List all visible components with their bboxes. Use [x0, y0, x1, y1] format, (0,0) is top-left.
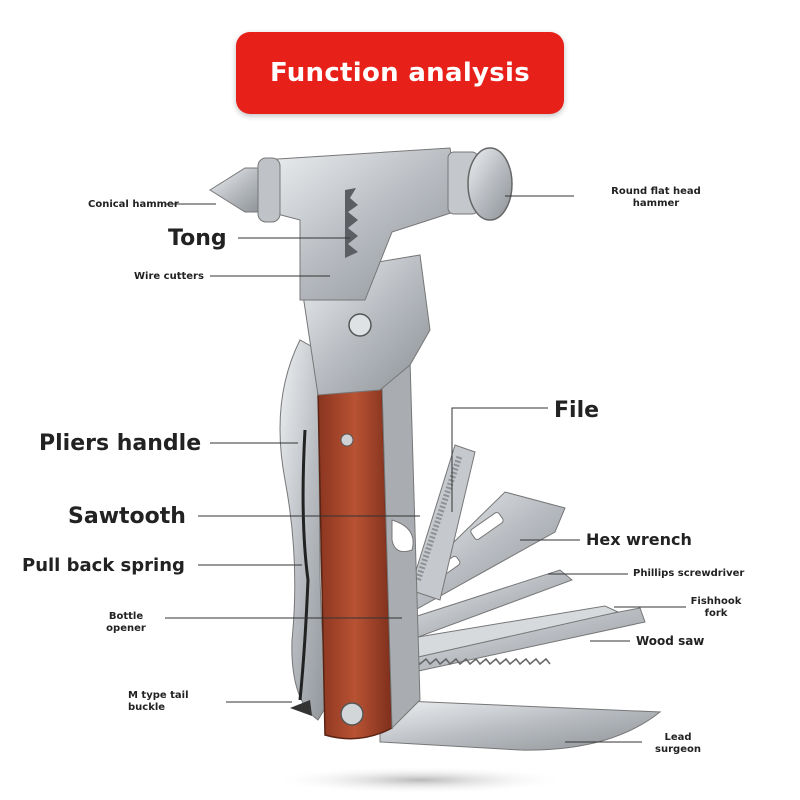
label-hex-wrench: Hex wrench [586, 530, 692, 549]
handle-rivet-bottom [340, 702, 364, 726]
label-pliers-handle: Pliers handle [39, 431, 202, 456]
label-pull-back-spring: Pull back spring [22, 555, 185, 576]
label-wire-cutters: Wire cutters [134, 271, 204, 282]
conical-hammer-tip [209, 167, 263, 213]
handle-rivet-top [340, 433, 354, 447]
page-title: Function analysis [269, 58, 531, 88]
bottle-opener-notch [391, 519, 414, 553]
conical-hammer-ring [257, 157, 281, 223]
label-round-flat-head-hammer: Round flat head hammer [611, 186, 701, 209]
label-file: File [554, 398, 600, 423]
leader-lines [165, 195, 686, 743]
knife-blade [379, 699, 662, 751]
hammer-head [261, 147, 461, 301]
wood-handle [317, 384, 393, 740]
pliers-pivot [348, 313, 372, 337]
tong-teeth [345, 188, 358, 258]
title-banner: Function analysis [236, 32, 564, 114]
label-wood-saw: Wood saw [636, 634, 705, 648]
label-m-type-tail-buckle: M type tail buckle [128, 690, 189, 713]
label-phillips-screwdriver: Phillips screwdriver [633, 568, 745, 579]
label-fishhook-fork: Fishhook fork [690, 596, 742, 619]
file-texture [415, 454, 463, 581]
leader-file [451, 407, 548, 512]
label-bottle-opener: Bottle opener [106, 611, 146, 634]
label-tong: Tong [168, 226, 227, 251]
round-hammer-face [467, 147, 513, 221]
m-type-buckle-clip [290, 700, 312, 716]
wood-saw-teeth [409, 657, 551, 666]
ground-shadow [270, 766, 570, 794]
hex-wrench-slot [470, 512, 504, 540]
label-sawtooth: Sawtooth [68, 504, 186, 529]
label-conical-hammer: Conical hammer [88, 199, 179, 210]
label-lead-surgeon: Lead surgeon [655, 732, 701, 755]
pull-back-spring [298, 429, 310, 701]
